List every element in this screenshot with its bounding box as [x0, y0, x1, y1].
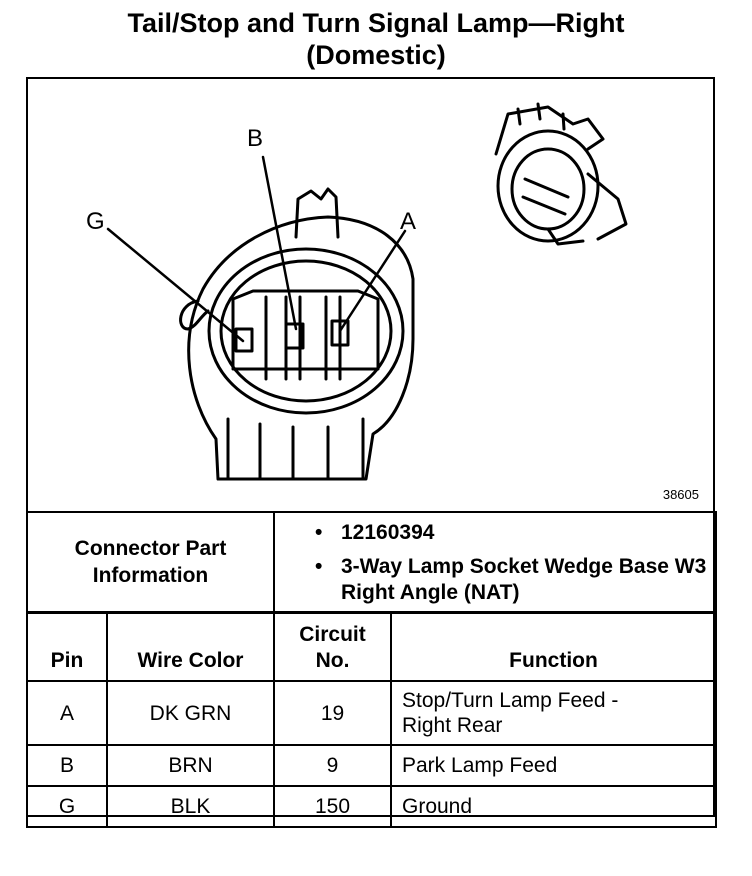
connector-info-table: Connector Part Information 12160394 3-Wa…	[26, 511, 717, 613]
connector-info-values: 12160394 3-Way Lamp Socket Wedge Base W3…	[273, 511, 717, 613]
header-function: Function	[390, 612, 717, 682]
pin-label-b: B	[247, 125, 263, 152]
table-row: A DK GRN 19 Stop/Turn Lamp Feed - Right …	[26, 680, 717, 746]
terminal-a	[330, 319, 350, 347]
table-row: B BRN 9 Park Lamp Feed	[26, 744, 717, 787]
side-latch	[179, 299, 210, 331]
table-row: G BLK 150 Ground	[26, 785, 717, 828]
part-description: 3-Way Lamp Socket Wedge Base W3 Right An…	[311, 554, 715, 606]
figure-number: 38605	[662, 487, 699, 502]
header-circuit: Circuit No.	[273, 612, 392, 682]
socket-ring	[207, 247, 405, 415]
pin-table-header: Pin Wire Color Circuit No. Function	[26, 612, 717, 682]
connector-body	[187, 215, 415, 481]
socket-thumbnail	[494, 102, 628, 246]
leader-line-g	[106, 227, 245, 343]
pin-label-a: A	[400, 208, 416, 235]
page-subtitle: (Domestic)	[306, 40, 446, 70]
diagram-frame: B G A 38605 Connector Part Information 1…	[26, 77, 717, 828]
terminal-g	[234, 327, 254, 353]
connector-info-label: Connector Part Information	[26, 511, 275, 613]
header-pin: Pin	[26, 612, 108, 682]
connector-illustration: B G A	[86, 102, 628, 481]
page-title: Tail/Stop and Turn Signal Lamp—Right	[127, 8, 625, 38]
locking-tab	[294, 187, 340, 239]
header-wire-color: Wire Color	[106, 612, 275, 682]
leader-line-b	[261, 155, 298, 331]
leader-line-a	[338, 229, 407, 333]
pin-table: Pin Wire Color Circuit No. Function A DK…	[26, 612, 717, 828]
part-number: 12160394	[311, 520, 715, 546]
pin-label-g: G	[86, 208, 105, 235]
